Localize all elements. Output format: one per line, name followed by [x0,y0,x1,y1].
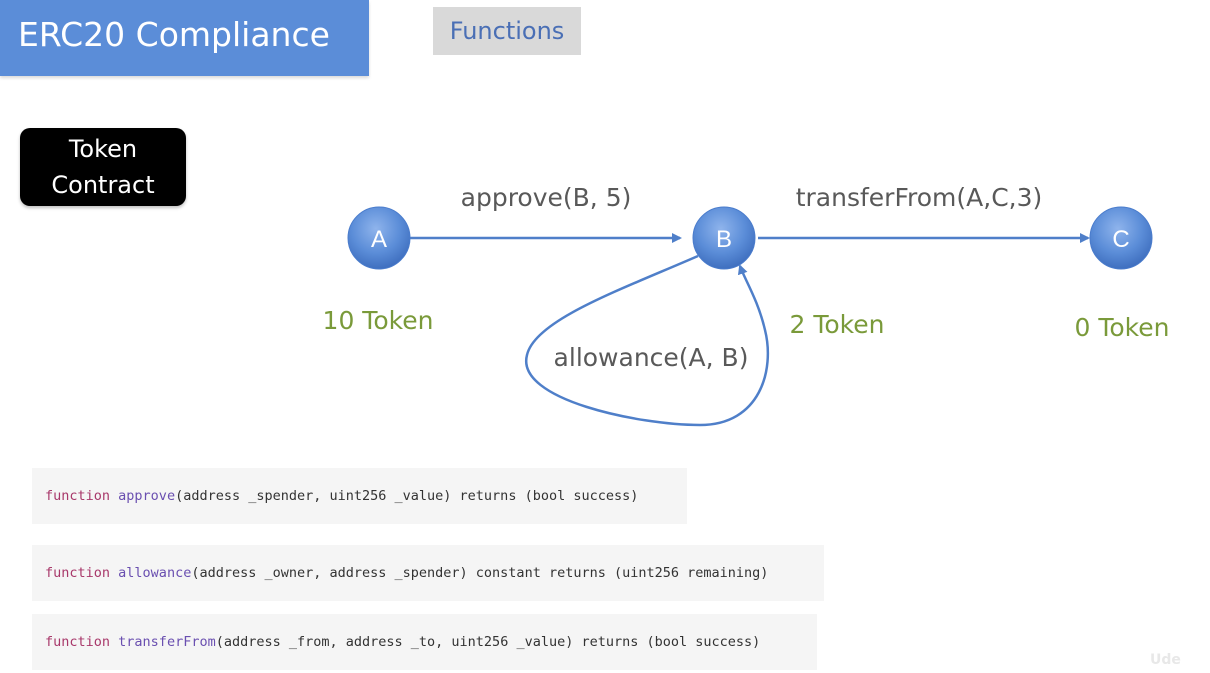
code-approve: function approve(address _spender, uint2… [32,468,687,524]
edge-allowance-label: allowance(A, B) [554,343,749,372]
node-a: A [347,206,411,270]
edge-approve-label: approve(B, 5) [461,183,632,212]
code-approve-keyword: function [45,488,111,504]
code-transferfrom-signature: (address _from, address _to, uint256 _va… [215,634,761,650]
balance-c: 0 Token [1075,313,1170,342]
token-contract-box: Token Contract [20,128,186,206]
code-allowance-signature: (address _owner, address _spender) const… [191,565,769,581]
code-allowance-keyword: function [45,565,111,581]
node-c: C [1089,206,1153,270]
page-title: ERC20 Compliance [0,0,369,76]
balance-b: 2 Token [790,310,885,339]
node-b-label: B [716,226,732,253]
node-c-label: C [1112,226,1129,253]
node-a-label: A [371,226,387,253]
code-approve-name: approve [118,488,176,504]
code-approve-signature: (address _spender, uint256 _value) retur… [175,488,639,504]
code-allowance: function allowance(address _owner, addre… [32,545,824,601]
token-contract-line1: Token [68,135,138,163]
edge-allowance-loop [525,254,770,427]
edge-transferfrom-label: transferFrom(A,C,3) [796,183,1043,212]
balance-a: 10 Token [323,306,434,335]
code-allowance-name: allowance [118,565,192,581]
functions-tab[interactable]: Functions [433,7,581,55]
node-b: B [692,206,756,270]
watermark-logo: Ude [1150,652,1181,668]
code-transferfrom-keyword: function [45,634,111,650]
code-transferfrom: function transferFrom(address _from, add… [32,614,817,670]
token-contract-line2: Contract [51,171,155,199]
code-transferfrom-name: transferFrom [118,634,216,650]
